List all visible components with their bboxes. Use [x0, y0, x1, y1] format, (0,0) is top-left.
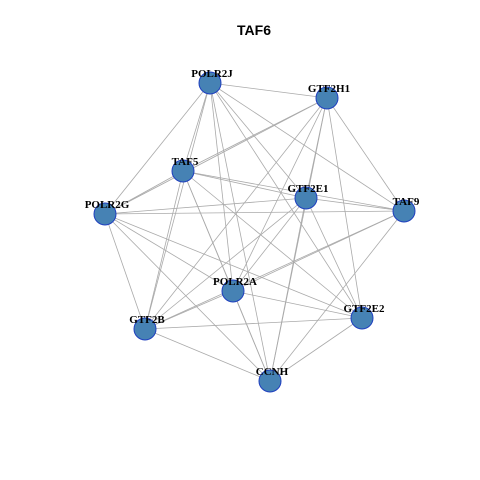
- node-label: POLR2G: [85, 199, 130, 211]
- node-gtf2e1[interactable]: GTF2E1: [288, 183, 329, 210]
- node-circle[interactable]: [315, 86, 339, 110]
- edge-taf5-polr2g: [104, 170, 184, 215]
- node-circle[interactable]: [221, 279, 245, 303]
- edge-taf5-gtf2b: [144, 170, 184, 330]
- edge-taf5-gtf2e2: [182, 170, 363, 319]
- node-polr2g[interactable]: POLR2G: [85, 199, 130, 226]
- node-taf9[interactable]: TAF9: [392, 196, 420, 223]
- node-polr2j[interactable]: POLR2J: [191, 68, 233, 95]
- edge-polr2g-ccnh: [104, 213, 271, 382]
- edge-polr2j-gtf2e1: [209, 82, 307, 199]
- edge-polr2g-gtf2e2: [104, 213, 363, 319]
- edge-taf9-polr2g: [104, 210, 405, 215]
- node-label: TAF9: [393, 196, 420, 208]
- edge-gtf2e1-polr2g: [104, 197, 307, 215]
- node-polr2a[interactable]: POLR2A: [213, 276, 257, 303]
- edge-gtf2e1-polr2a: [232, 197, 307, 292]
- edge-polr2j-gtf2b: [144, 82, 211, 330]
- edge-taf5-gtf2e1: [182, 170, 307, 199]
- node-circle[interactable]: [392, 199, 416, 223]
- edge-polr2g-polr2a: [104, 213, 234, 292]
- node-gtf2e2[interactable]: GTF2E2: [344, 303, 385, 330]
- edge-polr2j-taf5: [182, 82, 211, 172]
- edge-polr2g-gtf2b: [104, 213, 146, 330]
- edge-polr2a-ccnh: [232, 290, 271, 382]
- edge-gtf2e1-ccnh: [269, 197, 307, 382]
- edge-polr2j-ccnh: [209, 82, 271, 382]
- node-label: CCNH: [256, 366, 289, 378]
- node-gtf2b[interactable]: GTF2B: [129, 314, 165, 341]
- edge-gtf2b-ccnh: [144, 328, 271, 382]
- node-label: GTF2E2: [344, 303, 385, 315]
- edge-polr2j-gtf2e2: [209, 82, 363, 319]
- node-circle[interactable]: [171, 159, 195, 183]
- edge-polr2a-gtf2b: [144, 290, 234, 330]
- node-label: POLR2A: [213, 276, 257, 288]
- node-label: GTF2H1: [308, 83, 350, 95]
- edge-gtf2h1-taf9: [326, 97, 405, 212]
- edge-gtf2e2-gtf2b: [144, 317, 363, 330]
- node-ccnh[interactable]: CCNH: [256, 366, 289, 393]
- edge-taf9-ccnh: [269, 210, 405, 382]
- edge-gtf2h1-polr2a: [232, 97, 328, 292]
- node-circle[interactable]: [133, 317, 157, 341]
- edge-polr2j-taf9: [209, 82, 405, 212]
- edge-gtf2e1-taf9: [305, 197, 405, 212]
- edge-taf9-gtf2b: [144, 210, 405, 330]
- edge-layer: [104, 82, 405, 382]
- node-label: GTF2B: [129, 314, 165, 326]
- node-label: POLR2J: [191, 68, 233, 80]
- edge-gtf2h1-gtf2e2: [326, 97, 363, 319]
- node-gtf2h1[interactable]: GTF2H1: [308, 83, 350, 110]
- edge-gtf2e2-ccnh: [269, 317, 363, 382]
- edge-taf5-taf9: [182, 170, 405, 212]
- node-label: TAF5: [172, 156, 199, 168]
- node-circle[interactable]: [258, 369, 282, 393]
- edge-gtf2e1-gtf2e2: [305, 197, 363, 319]
- edge-gtf2h1-polr2g: [104, 97, 328, 215]
- node-circle[interactable]: [350, 306, 374, 330]
- edge-gtf2e1-gtf2b: [144, 197, 307, 330]
- node-circle[interactable]: [294, 186, 318, 210]
- node-circle[interactable]: [93, 202, 117, 226]
- edge-polr2j-polr2g: [104, 82, 211, 215]
- node-label: GTF2E1: [288, 183, 329, 195]
- node-circle[interactable]: [198, 71, 222, 95]
- diagram-title: TAF6: [237, 22, 271, 38]
- edge-gtf2h1-gtf2b: [144, 97, 328, 330]
- node-taf5[interactable]: TAF5: [171, 156, 199, 183]
- edge-polr2j-polr2a: [209, 82, 234, 292]
- edge-polr2a-gtf2e2: [232, 290, 363, 319]
- edge-polr2j-gtf2h1: [209, 82, 328, 99]
